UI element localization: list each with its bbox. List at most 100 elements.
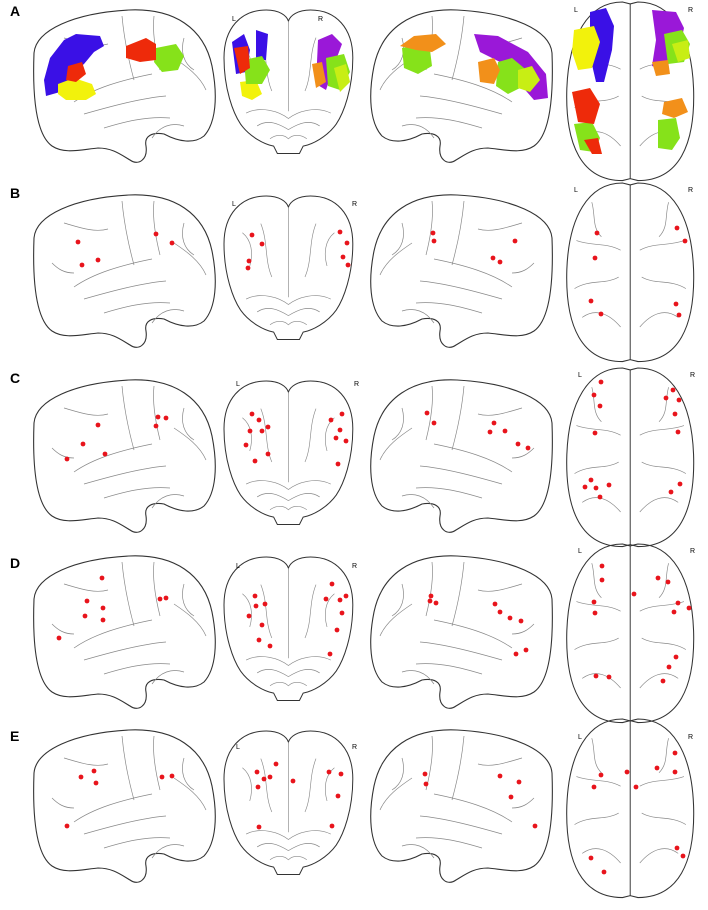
electrode-dot — [259, 428, 265, 434]
electrode-dot — [513, 651, 519, 657]
electrode-dot — [592, 430, 598, 436]
electrode-dot — [261, 776, 267, 782]
electrode-dot — [423, 781, 429, 787]
electrode-dot — [523, 647, 529, 653]
electrode-dot — [93, 780, 99, 786]
electrode-dot — [593, 485, 599, 491]
electrode-dot — [588, 477, 594, 483]
electrode-dot — [660, 678, 666, 684]
hemisphere-label-left: L — [574, 7, 578, 14]
electrode-dot — [682, 238, 688, 244]
electrode-dot — [169, 773, 175, 779]
panel-e: L R L R — [33, 718, 695, 899]
electrode-dot — [78, 774, 84, 780]
electrode-dot — [670, 387, 676, 393]
electrode-dot — [327, 651, 333, 657]
electrode-dot — [673, 301, 679, 307]
hemisphere-label-left: L — [574, 187, 578, 194]
electrode-dot — [597, 494, 603, 500]
electrode-dot — [663, 395, 669, 401]
electrode-dot — [532, 823, 538, 829]
electrode-dot — [631, 591, 637, 597]
electrode-dot — [588, 855, 594, 861]
electrode-dot — [601, 869, 607, 875]
electrode-dot — [582, 484, 588, 490]
electrode-dot — [508, 794, 514, 800]
electrode-dot — [344, 240, 350, 246]
hemisphere-label-left: L — [236, 744, 240, 751]
electrode-dot — [654, 765, 660, 771]
electrode-dot — [326, 769, 332, 775]
electrode-dot — [265, 424, 271, 430]
electrode-dot — [259, 241, 265, 247]
electrode-dot — [56, 635, 62, 641]
electrode-dot — [592, 610, 598, 616]
electrode-dot — [516, 779, 522, 785]
brain-lateral-right-d — [371, 556, 553, 708]
electrode-dot — [665, 579, 671, 585]
electrode-dot — [597, 403, 603, 409]
brain-axial-b — [566, 182, 695, 363]
electrode-dot — [163, 415, 169, 421]
electrode-dot — [490, 255, 496, 261]
panel-letter-b: B — [10, 185, 20, 201]
electrode-dot — [675, 600, 681, 606]
electrode-dot — [343, 593, 349, 599]
hemisphere-label-right: R — [352, 201, 357, 208]
brain-lateral-right-b — [371, 195, 553, 347]
electrode-dot — [329, 581, 335, 587]
electrode-dot — [343, 438, 349, 444]
electrode-dot — [497, 773, 503, 779]
electrode-dot — [267, 774, 273, 780]
electrode-dot — [153, 231, 159, 237]
electrode-dot — [328, 417, 334, 423]
panel-b: L R L R — [33, 182, 695, 363]
electrode-dot — [598, 379, 604, 385]
electrode-dot — [323, 596, 329, 602]
electrode-dot — [91, 768, 97, 774]
electrode-dot — [64, 823, 70, 829]
electrode-dot — [252, 458, 258, 464]
region-blob-orange — [312, 34, 688, 118]
electrode-dot — [256, 824, 262, 830]
panel-d: L R L R — [33, 543, 695, 724]
electrode-dot — [591, 392, 597, 398]
brain-lateral-left-b — [33, 194, 216, 348]
brain-coronal-c — [223, 380, 354, 526]
hemisphere-label-right: R — [354, 381, 359, 388]
electrode-dot — [84, 598, 90, 604]
electrode-dot — [259, 622, 265, 628]
electrode-dot — [599, 563, 605, 569]
dot-group-d — [56, 563, 692, 684]
electrode-dot — [525, 445, 531, 451]
electrode-dot — [592, 255, 598, 261]
panel-letter-c: C — [10, 370, 20, 386]
electrode-dot — [422, 771, 428, 777]
electrode-dot — [339, 411, 345, 417]
electrode-dot — [80, 441, 86, 447]
electrode-dot — [591, 784, 597, 790]
electrode-dot — [99, 575, 105, 581]
electrode-dot — [245, 265, 251, 271]
electrode-dot — [163, 595, 169, 601]
electrode-dot — [593, 673, 599, 679]
hemisphere-label-right: R — [318, 16, 323, 23]
electrode-dot — [339, 610, 345, 616]
hemisphere-label-left: L — [232, 16, 236, 23]
electrode-dot — [246, 258, 252, 264]
electrode-dot — [502, 428, 508, 434]
electrode-dot — [290, 778, 296, 784]
brain-coronal-e — [223, 730, 354, 876]
electrode-dot — [252, 593, 258, 599]
electrode-dot — [249, 232, 255, 238]
electrode-dot — [100, 605, 106, 611]
hemisphere-label-left: L — [236, 563, 240, 570]
region-blob-lime — [334, 40, 690, 92]
electrode-dot — [428, 593, 434, 599]
electrode-dot — [497, 259, 503, 265]
electrode-dot — [674, 845, 680, 851]
brain-coronal-b — [223, 195, 354, 341]
electrode-dot — [668, 489, 674, 495]
electrode-dot — [256, 417, 262, 423]
